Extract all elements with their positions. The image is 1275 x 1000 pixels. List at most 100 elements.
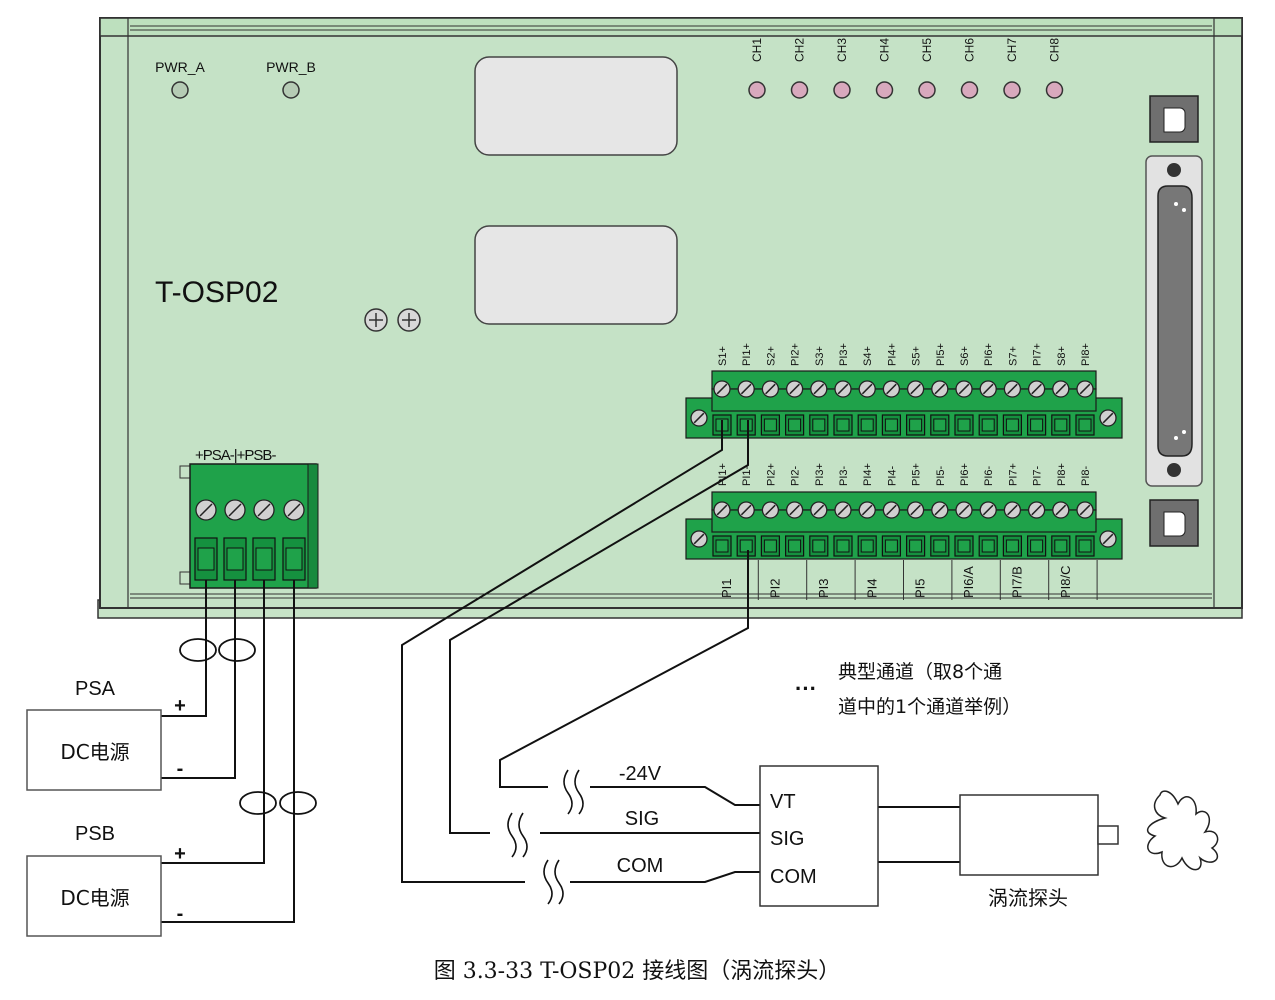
ch-led: [1003, 81, 1021, 99]
screw-icon: [397, 308, 421, 332]
terminal-screw-icon: [1099, 409, 1117, 427]
power-supply-psa: PSA DC电源 + -: [26, 678, 186, 791]
power-supply-psb: PSB DC电源 + -: [26, 823, 186, 937]
terminal-screw-icon: [858, 380, 876, 398]
annotation-line1: 典型通道（取8个通: [838, 661, 1002, 683]
terminal-label: PI7-: [1032, 465, 1044, 486]
pwr-led-label: PWR_B: [266, 59, 316, 75]
supply-name: PSA: [75, 678, 116, 700]
ch-led: [875, 81, 894, 99]
terminal-label: PI5-: [935, 465, 947, 486]
terminal-screw-icon: [761, 380, 780, 398]
signal-label-sig: SIG: [625, 808, 659, 830]
terminal-label: PI4+: [862, 463, 874, 486]
terminal-screw-icon: [979, 501, 997, 519]
pi-group-label: PI7/B: [1010, 566, 1025, 598]
terminal-label: PI4+: [886, 343, 898, 366]
terminal-screw-icon: [906, 501, 925, 519]
terminal-screw-icon: [737, 380, 755, 398]
terminal-block-bottom: PI1+PI1-PI2+PI2-PI3+PI3-PI4+PI4-PI5+PI5-…: [685, 463, 1123, 560]
pi-group-label: PI8/C: [1058, 565, 1073, 598]
terminal-screw-icon: [1052, 380, 1070, 398]
terminal-label: PI4-: [886, 465, 898, 486]
supply-label: DC电源: [60, 886, 129, 910]
terminal-screw-icon: [810, 380, 828, 398]
terminal-screw-icon: [1076, 380, 1094, 398]
supply-minus: -: [177, 903, 184, 925]
terminal-screw-icon: [690, 409, 708, 427]
proximitor-converter: VT SIG COM: [759, 765, 879, 907]
ch-led-label: CH6: [963, 38, 977, 62]
pi-group-label: PI3: [816, 578, 831, 598]
terminal-screw-icon: [224, 499, 246, 521]
terminal-label: S3+: [814, 346, 826, 366]
terminal-label: PI8+: [1056, 463, 1068, 486]
pwr-led-a: [171, 81, 189, 99]
terminal-label: S4+: [862, 346, 874, 366]
terminal-screw-icon: [1099, 530, 1117, 548]
terminal-block-top: S1+PI1+S2+PI2+S3+PI3+S4+PI4+S5+PI5+S6+PI…: [685, 343, 1123, 439]
ch-led-label: CH4: [878, 38, 892, 62]
terminal-screw-icon: [882, 501, 901, 519]
terminal-label: PI7+: [1032, 343, 1044, 366]
display-window-top: [474, 56, 678, 156]
terminal-label: PI2+: [790, 343, 802, 366]
supply-plus: +: [174, 695, 186, 717]
annotation-ellipsis: ···: [795, 676, 817, 701]
supply-plus: +: [174, 843, 186, 865]
terminal-screw-icon: [253, 499, 275, 521]
terminal-screw-icon: [834, 380, 852, 398]
terminal-label: PI6-: [983, 465, 995, 486]
terminal-screw-icon: [858, 501, 876, 519]
signal-label-vt: -24V: [619, 763, 662, 785]
terminal-label: S6+: [959, 346, 971, 366]
converter-terminal-com: COM: [770, 866, 817, 888]
terminal-label: PI3+: [838, 343, 850, 366]
terminal-screw-icon: [1003, 501, 1022, 519]
ch-led-label: CH1: [750, 38, 764, 62]
terminal-label: PI2-: [790, 465, 802, 486]
terminal-screw-icon: [1027, 380, 1046, 398]
terminal-label: S5+: [911, 346, 923, 366]
top-rail: [99, 17, 1243, 37]
terminal-label: PI8+: [1080, 343, 1092, 366]
supply-name: PSB: [75, 823, 115, 845]
terminal-label: PI1-: [741, 465, 753, 486]
ch-led: [790, 81, 809, 99]
figure-caption: 图 3.3-33 T-OSP02 接线图（涡流探头）: [434, 959, 841, 984]
terminal-screw-icon: [955, 501, 973, 519]
converter-terminal-sig: SIG: [770, 828, 804, 850]
terminal-label: S2+: [765, 346, 777, 366]
terminal-label: PI7+: [1007, 463, 1019, 486]
ch-led: [1045, 81, 1064, 99]
supply-label: DC电源: [60, 740, 129, 764]
db-connector: [1145, 95, 1203, 547]
terminal-screw-icon: [931, 380, 949, 398]
terminal-screw-icon: [834, 501, 852, 519]
terminal-label: PI5+: [935, 343, 947, 366]
pi-group-label: PI6/A: [961, 566, 976, 598]
terminal-screw-icon: [1052, 501, 1070, 519]
ch-led-label: CH8: [1048, 38, 1062, 62]
terminal-label: PI3+: [814, 463, 826, 486]
terminal-screw-icon: [713, 380, 731, 398]
terminal-screw-icon: [761, 501, 780, 519]
pi-group-label: PI2: [768, 578, 783, 598]
pwr-led-label: PWR_A: [155, 59, 205, 75]
terminal-label: S1+: [717, 346, 729, 366]
terminal-screw-icon: [713, 501, 731, 519]
terminal-label: PI6+: [959, 463, 971, 486]
terminal-label: PI3-: [838, 465, 850, 486]
power-terminal-block: +PSA-|+PSB-: [179, 447, 319, 589]
ch-led: [748, 81, 766, 99]
model-name: T-OSP02: [155, 276, 278, 309]
terminal-screw-icon: [979, 380, 997, 398]
terminal-screw-icon: [931, 501, 949, 519]
pwr-led-b: [282, 81, 300, 99]
signal-label-com: COM: [617, 855, 664, 877]
terminal-screw-icon: [195, 499, 217, 521]
ch-led: [960, 81, 979, 99]
target-surface-icon: [1146, 790, 1219, 871]
